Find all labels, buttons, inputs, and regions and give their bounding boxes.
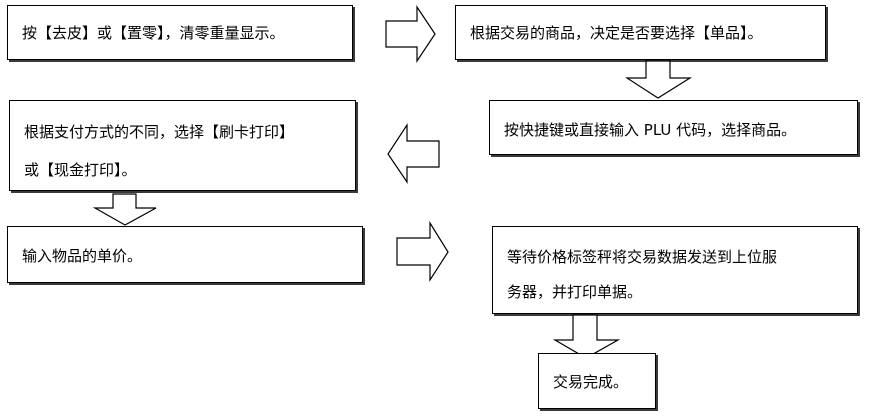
arrow-right-icon <box>385 5 436 63</box>
flow-step-1-text: 按【去皮】或【置零】，清零重量显示。 <box>22 24 285 42</box>
flow-step-2: 根据交易的商品，决定是否要选择【单品】。 <box>455 5 826 60</box>
arrow-right-icon <box>396 220 449 283</box>
flow-step-7-text: 交易完成。 <box>553 373 629 391</box>
flow-step-3: 按快捷键或直接输入 PLU 代码，选择商品。 <box>489 100 858 155</box>
flow-step-4-line1: 根据支付方式的不同，选择【刷卡打印】 <box>24 123 295 141</box>
flow-step-2-text: 根据交易的商品，决定是否要选择【单品】。 <box>470 24 763 42</box>
flow-step-5: 输入物品的单价。 <box>7 226 363 283</box>
flow-step-3-text: 按快捷键或直接输入 PLU 代码，选择商品。 <box>504 121 797 139</box>
arrow-down-icon <box>92 193 157 226</box>
flow-step-6-line2: 务器，并打印单据。 <box>507 283 643 301</box>
flow-step-7: 交易完成。 <box>538 353 656 409</box>
flow-step-1: 按【去皮】或【置零】，清零重量显示。 <box>7 5 353 60</box>
flow-step-6: 等待价格标签秤将交易数据发送到上位服 务器，并打印单据。 <box>492 226 858 314</box>
flow-step-6-line1: 等待价格标签秤将交易数据发送到上位服 <box>507 248 778 266</box>
flow-step-4-line2: 或【现金打印】。 <box>24 161 137 179</box>
flow-step-5-text: 输入物品的单价。 <box>22 247 143 265</box>
arrow-down-icon <box>552 314 621 359</box>
flow-step-4: 根据支付方式的不同，选择【刷卡打印】 或【现金打印】。 <box>9 100 356 191</box>
arrow-down-icon <box>624 60 693 99</box>
arrow-left-icon <box>387 122 440 184</box>
